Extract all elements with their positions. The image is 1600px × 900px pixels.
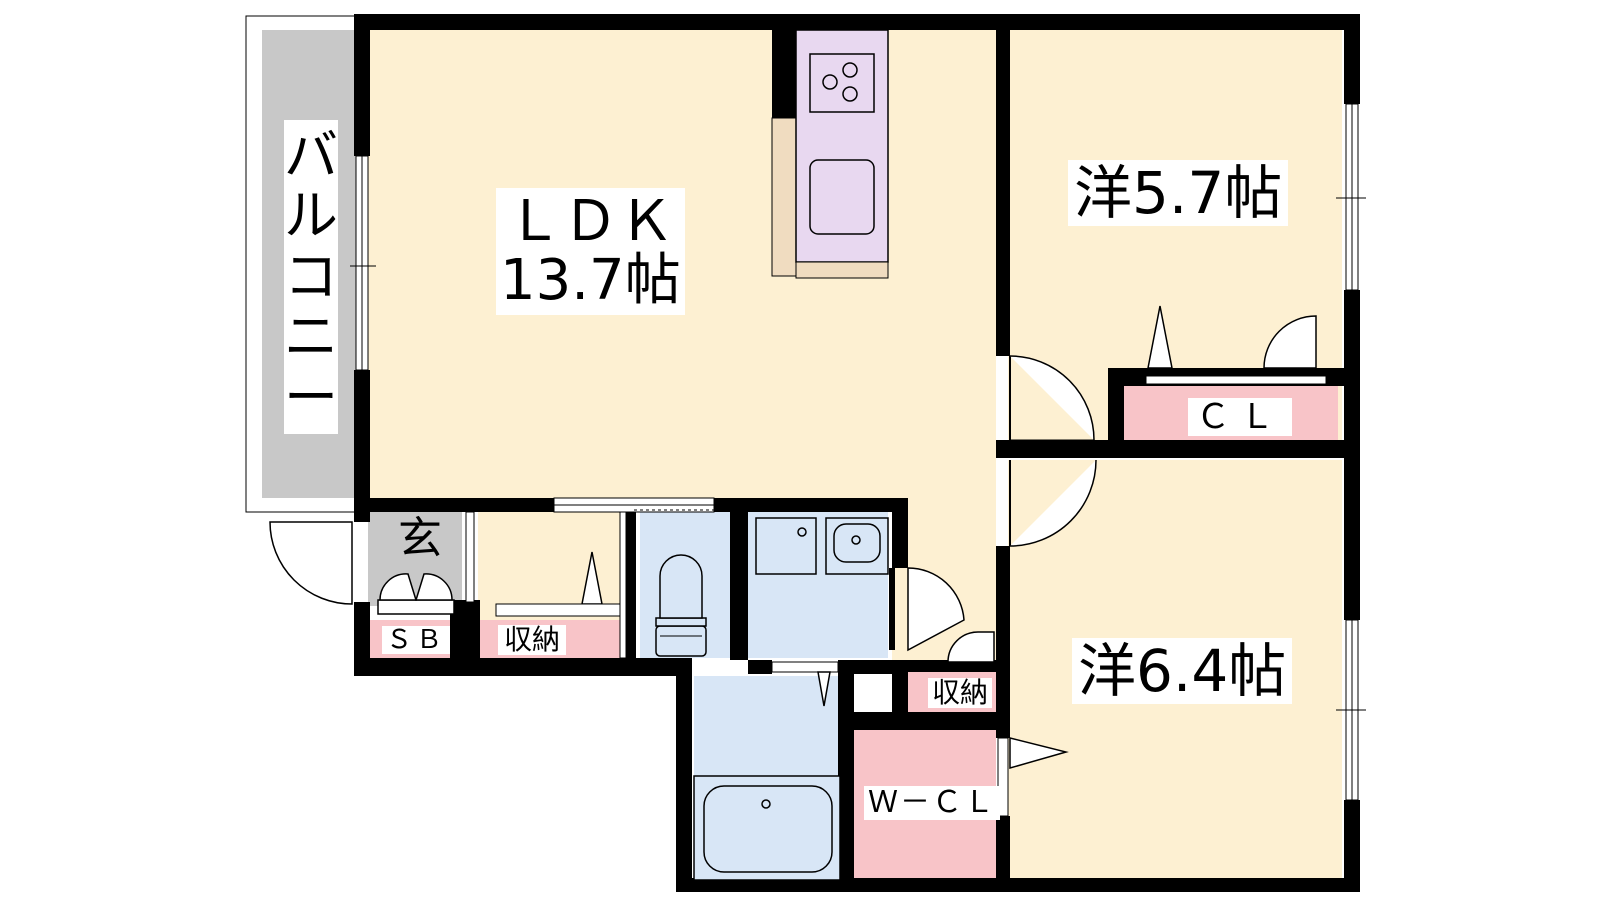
wall xyxy=(1344,800,1360,888)
door-western-room-2[interactable] xyxy=(1009,459,1097,547)
wall xyxy=(996,440,1360,458)
wall xyxy=(772,30,796,118)
ldk-label: ＬＤＫ 13.7帖 xyxy=(496,188,685,315)
burner-icon xyxy=(842,86,858,102)
wall xyxy=(714,498,908,512)
wall xyxy=(354,658,692,676)
wall xyxy=(354,370,370,522)
bathtub-icon xyxy=(693,775,841,881)
wall xyxy=(354,602,370,676)
western-room-2-label: 洋6.4帖 xyxy=(1072,638,1293,704)
door-walk-in-closet[interactable] xyxy=(997,737,1069,817)
door-storage-2[interactable] xyxy=(947,631,995,663)
wall xyxy=(354,14,1360,30)
door-washroom[interactable] xyxy=(889,567,965,652)
door-closet[interactable] xyxy=(1147,305,1317,369)
storage-1-label: 収納 xyxy=(498,625,567,655)
wall xyxy=(996,816,1010,890)
wall xyxy=(854,712,996,730)
door-entrance[interactable] xyxy=(269,521,353,605)
kitchen-back xyxy=(795,261,889,279)
washing-machine-pan xyxy=(755,517,817,575)
wall xyxy=(626,512,636,660)
door-western-room-1[interactable] xyxy=(1009,355,1095,441)
toilet-icon xyxy=(655,554,707,657)
wall xyxy=(730,512,748,660)
shoe-box-unit xyxy=(377,599,455,615)
closet-label: ＣＬ xyxy=(1188,398,1292,436)
stove xyxy=(809,53,875,113)
wall xyxy=(1344,14,1360,104)
wall xyxy=(996,546,1010,738)
wall xyxy=(892,498,908,568)
wall xyxy=(676,660,692,890)
wall xyxy=(370,658,450,662)
walk-in-closet-label: Ｗ－ＣＬ xyxy=(864,786,1000,820)
wall xyxy=(354,14,370,156)
kitchen-counter xyxy=(771,117,797,277)
wall xyxy=(996,30,1010,356)
closet-rail xyxy=(1145,375,1327,385)
door-bathroom[interactable] xyxy=(771,661,839,707)
wall xyxy=(838,660,854,890)
door-storage-1[interactable] xyxy=(495,551,621,617)
wall xyxy=(450,600,480,660)
ldk-size: 13.7帖 xyxy=(500,248,681,314)
western-room-1-label: 洋5.7帖 xyxy=(1068,160,1289,226)
kitchen-sink xyxy=(809,159,875,235)
burner-icon xyxy=(822,74,838,90)
wall xyxy=(354,498,554,512)
shoe-box-label: ＳＢ xyxy=(382,626,451,654)
ldk-name: ＬＤＫ xyxy=(506,189,675,254)
wall xyxy=(748,660,772,674)
wall xyxy=(838,660,908,674)
wall xyxy=(908,660,996,672)
storage-2-label: 収納 xyxy=(928,678,993,708)
burner-icon xyxy=(842,62,858,78)
entrance-label: 玄 xyxy=(396,513,444,564)
balcony-label: バルコニー xyxy=(284,120,338,435)
wall xyxy=(1108,368,1124,448)
wall xyxy=(892,660,908,712)
